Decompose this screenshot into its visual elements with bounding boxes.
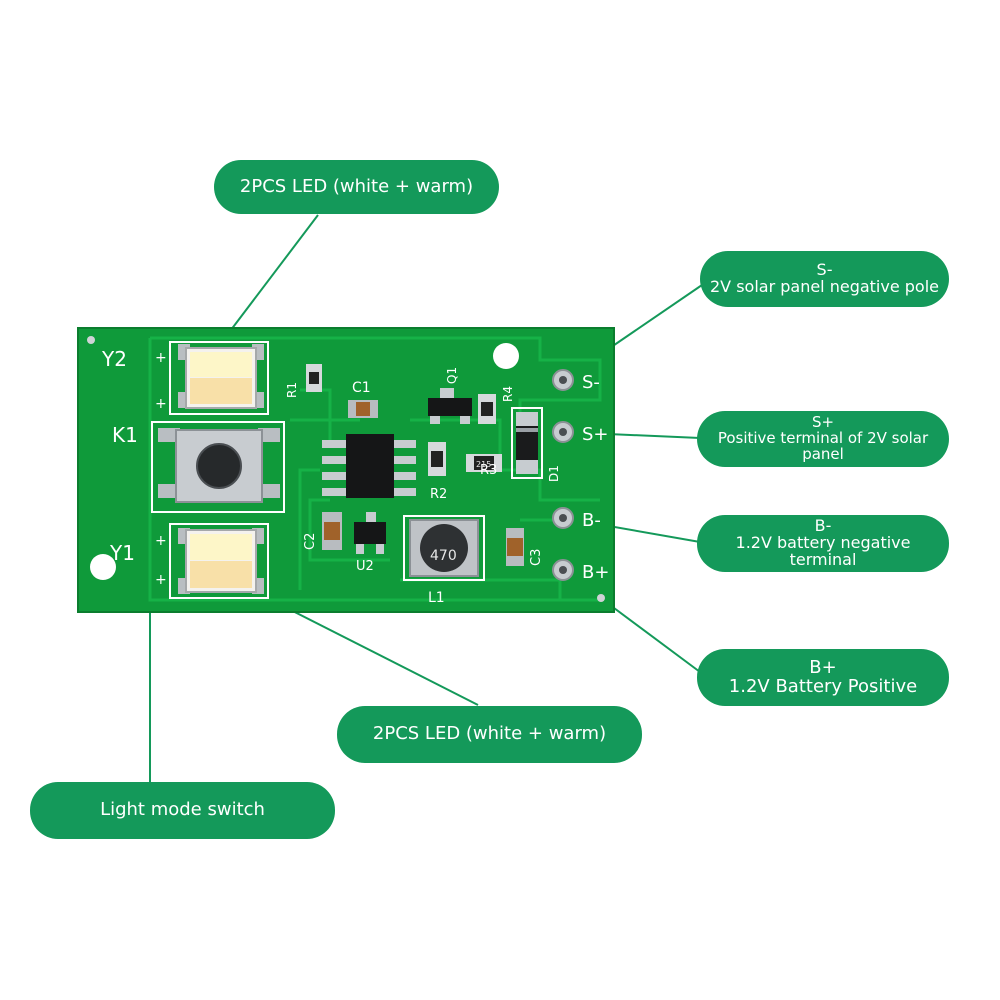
callout-switch-text: Light mode switch (100, 799, 265, 821)
silk-c2: C2 (303, 533, 318, 550)
silk-y2: Y2 (101, 347, 127, 371)
silk-s-plus: S+ (582, 424, 609, 445)
silkscreen: Y2 K1 Y1 + + + + C1 R3 R2 U2 L1 S- S+ B-… (101, 347, 609, 606)
diode-d1 (511, 407, 543, 479)
regulator-u2 (354, 512, 386, 554)
resistor-r4 (478, 394, 496, 424)
via (87, 336, 95, 344)
callout-b-minus-title: B- (814, 516, 832, 536)
resistor-r1 (306, 364, 322, 392)
inductor-marking: 470 (430, 548, 457, 564)
pcb-board: Y2 K1 Y1 + + + + C1 R3 R2 U2 L1 S- S+ B-… (77, 327, 615, 613)
callout-s-minus-title: S- (816, 260, 833, 280)
silk-b-minus: B- (582, 510, 601, 531)
silk-plus: + (155, 533, 167, 549)
capacitor-c3 (506, 528, 524, 566)
silk-r3: R3 (480, 463, 497, 478)
callout-s-plus-desc-2: panel (802, 444, 844, 463)
silk-r1: R1 (285, 382, 299, 398)
capacitor-c2 (322, 512, 342, 550)
callout-b-plus-title: B+ (809, 656, 837, 678)
callout-b-plus: B+ 1.2V Battery Positive (697, 649, 949, 706)
callout-switch: Light mode switch (30, 782, 335, 839)
silk-c1: C1 (352, 380, 371, 396)
silk-plus: + (155, 350, 167, 366)
callout-b-plus-desc: 1.2V Battery Positive (728, 675, 918, 697)
mounting-hole (90, 554, 116, 580)
callout-b-minus: B- 1.2V battery negative terminal (697, 515, 949, 572)
resistor-r3 (428, 442, 446, 476)
silk-k1: K1 (112, 423, 138, 447)
callout-b-minus-desc-1: 1.2V battery negative (735, 533, 911, 553)
callout-s-minus-desc: 2V solar panel negative pole (709, 277, 940, 296)
tactile-switch-k1 (151, 421, 285, 513)
silk-r2: R2 (430, 487, 447, 502)
silk-l1: L1 (428, 590, 445, 606)
silk-s-minus: S- (582, 372, 600, 393)
resistor-marking: 215 (476, 460, 491, 469)
led-y2 (169, 341, 269, 415)
silk-plus: + (155, 572, 167, 588)
callout-s-minus: S- 2V solar panel negative pole (700, 251, 949, 307)
transistor-q1 (428, 388, 472, 424)
callout-led-top-text: 2PCS LED (white + warm) (239, 175, 474, 197)
silk-r4: R4 (501, 386, 515, 402)
silk-d1: D1 (547, 465, 561, 482)
silk-b-plus: B+ (582, 562, 609, 583)
silk-c3: C3 (529, 549, 544, 566)
silk-u2: U2 (356, 559, 374, 574)
via (597, 594, 605, 602)
inductor-l1 (403, 515, 485, 581)
led-y1 (169, 523, 269, 599)
capacitor-c1 (348, 400, 378, 418)
mounting-hole (493, 343, 519, 369)
terminal-pads (552, 369, 574, 581)
ic-chip (322, 434, 416, 498)
silk-y1: Y1 (109, 541, 135, 565)
silk-q1: Q1 (445, 367, 459, 384)
callout-s-plus-title: S+ (811, 413, 835, 432)
callout-b-minus-desc-2: terminal (789, 549, 857, 569)
callout-s-plus-desc-1: Positive terminal of 2V solar (717, 429, 929, 448)
callout-led-bottom: 2PCS LED (white + warm) (337, 706, 642, 763)
callout-s-plus: S+ Positive terminal of 2V solar panel (697, 411, 949, 467)
callout-led-top: 2PCS LED (white + warm) (214, 160, 499, 214)
resistor-marked (466, 454, 502, 472)
silk-plus: + (155, 396, 167, 412)
callout-led-bottom-text: 2PCS LED (white + warm) (372, 723, 607, 745)
